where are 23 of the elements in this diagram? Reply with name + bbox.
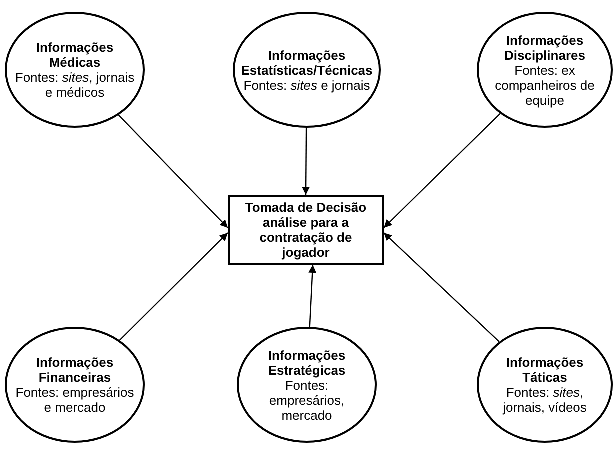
sources-text: Fontes: sites, jornais e médicos	[15, 70, 135, 100]
arrow	[308, 264, 317, 328]
info-ellipse	[477, 327, 613, 443]
decision-box	[228, 195, 384, 265]
info-ellipse	[233, 12, 381, 128]
info-ellipse	[477, 12, 613, 128]
arrow	[384, 232, 500, 342]
sources-text: Fontes: empresários e mercado	[15, 385, 135, 415]
heading-text: Informações Disciplinares	[504, 32, 586, 62]
sources-text: Fontes: empresários, mercado	[268, 378, 346, 422]
info-ellipse	[5, 327, 145, 443]
sources-text: Fontes: sites, jornais, vídeos	[502, 385, 588, 415]
heading-text: Informações Financeiras	[35, 355, 115, 385]
arrow	[384, 113, 501, 228]
arrow	[302, 128, 310, 195]
info-ellipse	[5, 12, 145, 128]
arrow	[118, 114, 228, 228]
info-ellipse	[237, 327, 377, 443]
sources-text: Fontes: sites e jornais	[244, 78, 370, 92]
sources-text: Fontes: ex companheiros de equipe	[494, 62, 596, 108]
heading-text: Informações Estratégicas	[267, 348, 347, 378]
arrow	[119, 232, 228, 341]
decision-text: Tomada de Decisão análise para a contratação de jogador	[244, 200, 368, 260]
